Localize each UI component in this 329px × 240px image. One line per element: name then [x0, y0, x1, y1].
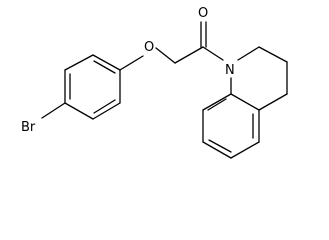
bond-ring-o: [119, 55, 144, 71]
bond-ring-a-inner-1: [93, 60, 116, 74]
atom-nitrogen: N: [225, 63, 235, 78]
bond-ring-a-6: [64, 54, 94, 71]
bond-c4-c4a: [258, 93, 288, 111]
atom-bromine: Br: [21, 120, 36, 135]
bond-benzo-3: [202, 141, 232, 159]
bond-ring-a-inner-2: [93, 99, 116, 114]
benzo-ring: [202, 93, 260, 159]
structure-canvas: Br O O N: [21, 6, 288, 159]
bond-n-c2: [237, 46, 260, 61]
bond-ring-a-4: [64, 102, 94, 120]
bond-benzo-inner-1: [207, 98, 227, 111]
molecule-structure: Br O O N: [21, 6, 288, 159]
bond-benzo-1: [202, 93, 232, 111]
atom-ether-oxygen: O: [144, 40, 154, 55]
bond-c-br: [41, 102, 66, 119]
bond-ring-a-3: [92, 102, 121, 120]
bond-ring-a-1: [92, 54, 121, 71]
saturated-ring: [230, 46, 288, 111]
bond-benzo-4: [230, 141, 260, 159]
bond-co-n: [202, 46, 224, 61]
bond-c2-c3: [258, 46, 288, 63]
bond-ch2-co: [174, 46, 204, 64]
bond-benzo-inner-2: [208, 139, 232, 153]
bond-o-ch2: [155, 47, 176, 64]
atom-carbonyl-oxygen: O: [198, 6, 208, 21]
bromophenyl-ring: [64, 54, 121, 120]
bond-c8a-c4a: [230, 93, 260, 111]
